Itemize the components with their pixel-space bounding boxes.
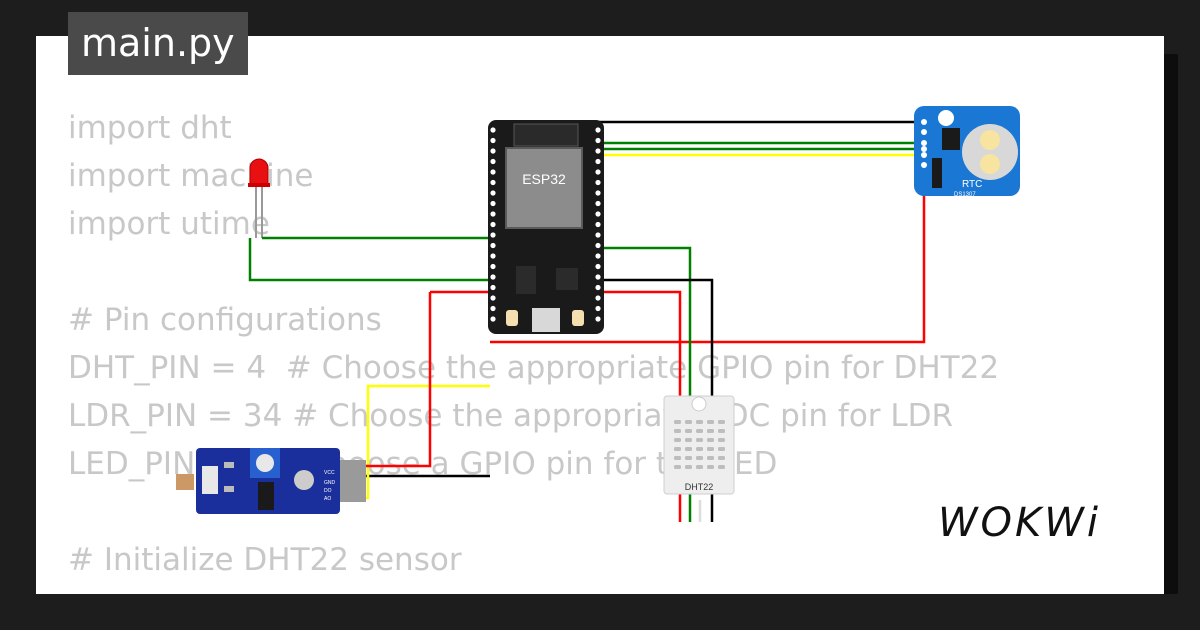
dht22-vent [718,447,725,451]
esp32-pin [595,232,601,238]
dht22-vent [674,456,681,460]
dht22-vent [696,447,703,451]
ldr-pin-ao: AO [324,496,331,502]
code-line: # Pin configurations [68,302,382,338]
dht22-vent [718,456,725,460]
esp32-board[interactable]: ESP32 [488,120,604,334]
dht22-vent [696,465,703,469]
dht22-vent [685,438,692,442]
esp32-pin [490,200,496,207]
rtc-module[interactable]: RTC DS1307 [914,106,1020,198]
esp32-pin [490,158,496,165]
esp32-label: ESP32 [522,171,566,187]
dht22-vent [674,429,681,433]
esp32-pin [595,274,601,280]
esp32-pin [490,179,496,186]
ldr-pin-do: DO [324,488,332,494]
esp32-pin [490,274,496,280]
wokwi-logo-text: WOKWi [938,500,1101,546]
esp32-pin [595,200,601,207]
dht22-vent [685,420,692,424]
esp32-pin [595,284,601,291]
dht22-vent [685,429,692,433]
code-line: DHT_PIN = 4 # Choose the appropriate GPI… [68,350,1000,386]
esp32-pin [595,253,601,259]
esp32-pin [595,158,601,165]
esp32-pin [595,211,601,217]
dht22-vent [674,420,681,424]
dht22-vent [696,420,703,424]
dht22-vent [685,456,692,460]
ldr-pin-vcc: VCC [324,470,335,476]
code-line: import utime [68,206,270,242]
dht22-vent [718,438,725,442]
esp32-pin [595,179,601,186]
esp32-pin [595,295,601,301]
esp32-pin [595,169,601,175]
esp32-pin [490,305,496,312]
esp32-pin [490,127,496,133]
dht22-vent [718,429,725,433]
frame-shadow [1164,54,1178,594]
dht22-vent [685,465,692,469]
dht22-vent [707,429,714,433]
esp32-pin [490,221,496,228]
code-line: import dht [68,110,232,146]
rtc-label: RTC [962,179,982,190]
dht22-vent [707,465,714,469]
preview-card: import dht import machine import utime # Pi… [36,36,1164,594]
esp32-pin [595,263,601,270]
dht22-vent [707,420,714,424]
esp32-pin [595,316,601,322]
dht22-vent [707,456,714,460]
ldr-pin-gnd: GND [324,480,336,486]
code-line: import machine [68,158,314,194]
esp32-pin [595,137,601,144]
esp32-pin [595,305,601,312]
esp32-pin [490,169,496,175]
esp32-pin [490,316,496,322]
wokwi-logo: WOKWi [938,500,1101,546]
ldr-module[interactable]: VCC GND DO AO [176,448,366,514]
dht22-vent [696,429,703,433]
circuit-diagram[interactable]: ESP32 RTC DS1307 DH [36,36,1164,594]
esp32-pin [595,127,601,133]
dht22-vent [674,465,681,469]
dht22-vent [696,456,703,460]
esp32-pin [490,148,496,154]
dht22-vent [674,438,681,442]
dht22-vent [674,447,681,451]
dht22-vent [718,465,725,469]
esp32-pin [595,242,601,249]
esp32-pin [490,137,496,144]
esp32-pin [595,190,601,196]
file-tab-label: main.py [81,21,235,65]
esp32-pin [490,263,496,270]
dht22-vent [718,420,725,424]
code-line: dht_sensor = dht.DHT22(machine.Pin(DHT_P… [68,584,999,594]
esp32-pin-header [490,127,601,322]
dht22-label: DHT22 [685,482,714,492]
dht22-vent [707,438,714,442]
dht22-vent [696,438,703,442]
esp32-pin [490,295,496,301]
esp32-pin [595,148,601,154]
dht22-vent [707,447,714,451]
esp32-pin [490,284,496,291]
esp32-pin [490,242,496,249]
esp32-pin [490,253,496,259]
esp32-pin [490,190,496,196]
dht22-sensor[interactable]: DHT22 [663,395,735,495]
dht22-vent-grid [674,420,725,469]
code-line: # Initialize DHT22 sensor [68,542,462,578]
esp32-pin [490,211,496,217]
rtc-model-label: DS1307 [954,192,976,198]
esp32-pin [490,232,496,238]
file-tab[interactable]: main.py [68,12,248,75]
esp32-pin [595,221,601,228]
dht22-vent [685,447,692,451]
led-component[interactable] [248,158,270,238]
